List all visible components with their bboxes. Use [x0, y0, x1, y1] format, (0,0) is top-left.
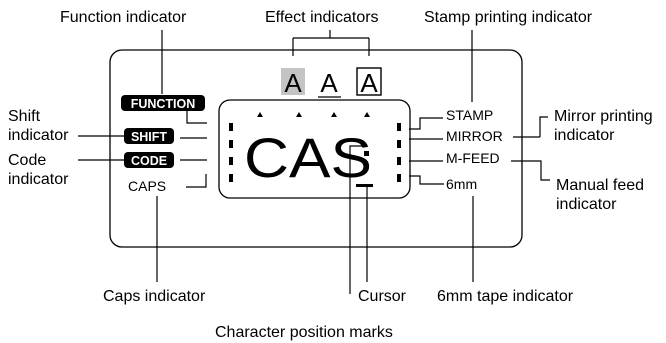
cursor-callout: Cursor	[358, 288, 407, 305]
effect-shade-indicator: A	[284, 68, 302, 98]
position-mark-3	[331, 112, 337, 117]
cursor-bar	[356, 184, 373, 187]
position-mark-2	[296, 112, 302, 117]
position-mark-1	[257, 112, 263, 117]
right-mark-1	[397, 123, 401, 131]
right-mark-4	[397, 174, 401, 182]
code-indicator-callout: Code indicator	[8, 152, 69, 188]
character-position-marks-callout: Character position marks	[215, 324, 393, 341]
character-area	[218, 99, 411, 199]
shift-badge	[124, 128, 174, 144]
right-mark-2	[397, 140, 401, 148]
left-mark-3	[229, 157, 233, 165]
lcd-main-text: CAS	[244, 126, 372, 189]
mirror-label: MIRROR	[446, 128, 503, 144]
manual-feed-callout-line2: indicator	[556, 196, 617, 213]
function-indicator-callout: Function indicator	[60, 9, 187, 26]
left-mark-2	[229, 140, 233, 148]
manual-feed-callout-line1: Manual feed	[556, 177, 644, 194]
tape-size-label: 6mm	[446, 176, 477, 192]
caps-indicator-callout: Caps indicator	[103, 288, 206, 305]
display-panel	[109, 49, 523, 248]
stamp-printing-indicator-callout: Stamp printing indicator	[424, 9, 593, 26]
shift-callout-line1: Shift	[8, 108, 41, 125]
effect-box-indicator: A	[360, 68, 378, 98]
left-mark-1	[229, 123, 233, 131]
stamp-label: STAMP	[446, 107, 493, 123]
code-callout-line1: Code	[8, 152, 46, 169]
manual-feed-indicator-callout: Manual feed indicator	[556, 177, 649, 213]
shift-indicator-callout: Shift indicator	[8, 108, 69, 144]
mfeed-label: M-FEED	[446, 150, 500, 166]
mirror-printing-indicator-callout: Mirror printing indicator	[554, 108, 657, 144]
left-mark-4	[229, 174, 233, 182]
code-badge	[124, 152, 174, 168]
effect-underline-indicator: A	[320, 68, 338, 98]
function-badge	[121, 95, 205, 111]
code-callout-line2: indicator	[8, 171, 69, 188]
effect-indicators-callout: Effect indicators	[265, 9, 379, 26]
position-dot	[364, 151, 369, 156]
shift-callout-line2: indicator	[8, 127, 69, 144]
position-mark-4	[364, 112, 370, 117]
code-badge-label: CODE	[131, 154, 167, 168]
mirror-callout-line2: indicator	[554, 127, 615, 144]
tape-indicator-callout: 6mm tape indicator	[437, 288, 574, 305]
box-effect-frame	[356, 67, 382, 96]
shade-effect-bg	[281, 68, 305, 95]
right-mark-3	[397, 157, 401, 165]
mirror-callout-line1: Mirror printing	[554, 108, 653, 125]
shift-badge-label: SHIFT	[131, 130, 167, 144]
function-badge-label: FUNCTION	[131, 97, 196, 111]
caps-indicator: CAPS	[128, 178, 166, 194]
